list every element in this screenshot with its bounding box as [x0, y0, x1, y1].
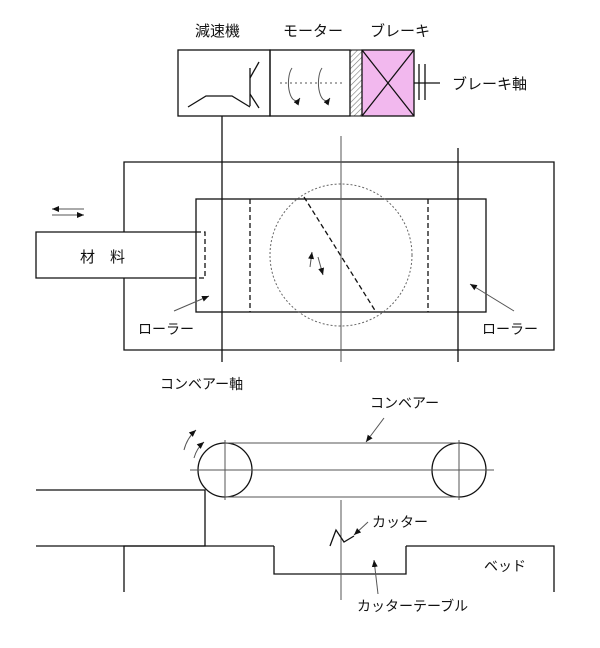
rotation-arrow-2 [317, 256, 325, 276]
roller-right-label: ローラー [482, 322, 538, 338]
material-side [36, 489, 206, 547]
roller-rotation-arrow-1 [183, 429, 197, 451]
reducer-label: 減速機 [195, 22, 240, 40]
bed-label: ベッド [484, 559, 526, 575]
cut-line [303, 196, 377, 313]
conveyor-leader [365, 417, 385, 443]
rotation-arrow-1 [308, 251, 315, 268]
conveyor-label: コンベアー [370, 396, 439, 412]
material-block [35, 231, 206, 279]
conveyor-belt [190, 440, 494, 500]
cutter-leader [353, 521, 369, 536]
cutter-table-label: カッターテーブル [357, 598, 468, 615]
motor-box [269, 49, 363, 117]
outer-frame [123, 161, 555, 351]
bed-right [406, 545, 555, 592]
brake-label: ブレーキ [370, 22, 430, 40]
reducer-box [177, 49, 271, 117]
roller-rotation-arrow-2 [193, 441, 205, 459]
bed-left [123, 545, 274, 592]
cutter-table-leader [371, 559, 379, 595]
roller-right-leader [469, 283, 515, 312]
rotation-circle [269, 183, 413, 327]
conveyor-shaft-label: コンベアー軸 [160, 377, 243, 393]
brake-box [361, 49, 426, 117]
brake-shaft-label: ブレーキ軸 [452, 75, 527, 93]
cutter-label: カッター [372, 515, 428, 531]
roller-left-label: ローラー [138, 322, 194, 338]
material-label: 材 料 [80, 248, 125, 266]
cutter-blade [329, 528, 355, 547]
motor-label: モーター [283, 22, 343, 40]
roller-left-leader [173, 295, 210, 312]
cutter-table [273, 546, 407, 575]
